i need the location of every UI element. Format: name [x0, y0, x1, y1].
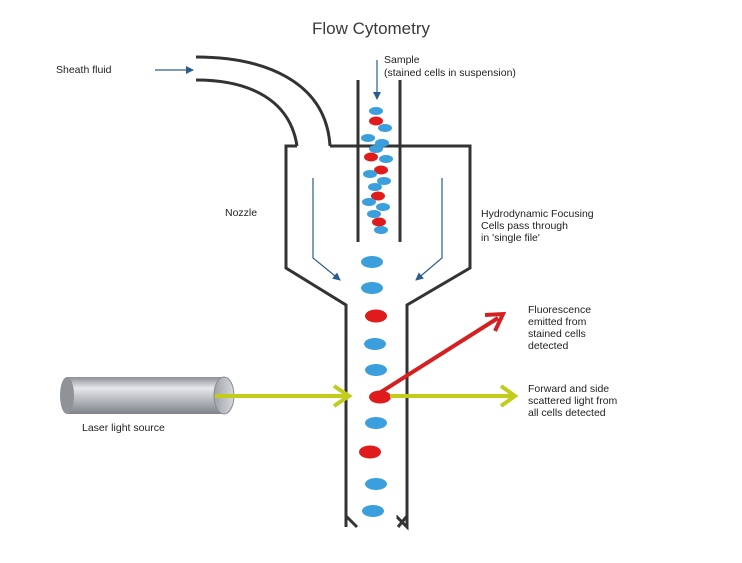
hydrodynamic-focusing-label: Hydrodynamic Focusing	[481, 208, 594, 220]
scatter-label-2: scattered light from	[528, 395, 618, 407]
sample-tube	[356, 80, 402, 242]
cells-group	[359, 107, 393, 517]
cell-stained	[369, 390, 391, 404]
fluorescence-label-4: detected	[528, 340, 568, 352]
cell-stained	[359, 445, 381, 459]
fluorescence-label-3: stained cells	[528, 328, 586, 340]
tube-bottom-taper	[344, 514, 409, 529]
nozzle-outline	[284, 144, 348, 527]
cell-stained	[365, 309, 387, 323]
cell-unstained	[369, 145, 383, 153]
cell-unstained	[362, 505, 384, 517]
cell-unstained	[364, 338, 386, 350]
laser-label: Laser light source	[82, 422, 165, 434]
single-file-label-2: in 'single file'	[481, 232, 540, 244]
cell-unstained	[365, 478, 387, 490]
fluorescence-arrow	[379, 311, 507, 394]
scatter-label-1: Forward and side	[528, 383, 609, 395]
cell-unstained	[361, 282, 383, 294]
cell-unstained	[365, 417, 387, 429]
cell-unstained	[368, 183, 382, 191]
single-file-label-1: Cells pass through	[481, 220, 568, 232]
nozzle-label: Nozzle	[225, 207, 257, 219]
cell-unstained	[375, 139, 389, 147]
scatter-label-3: all cells detected	[528, 407, 606, 419]
cell-unstained	[361, 134, 375, 142]
laser-beam	[215, 384, 353, 408]
sheath-fluid-pipe	[195, 55, 332, 147]
cell-stained	[369, 116, 383, 126]
cell-unstained	[377, 177, 391, 185]
cell-unstained	[365, 364, 387, 376]
fluorescence-label-1: Fluorescence	[528, 304, 591, 316]
cell-unstained	[376, 203, 390, 211]
page-title: Flow Cytometry	[312, 19, 431, 38]
cell-unstained	[367, 210, 381, 218]
laser-source	[60, 376, 235, 415]
cell-stained	[374, 165, 388, 175]
cell-unstained	[369, 107, 383, 115]
sample-description: (stained cells in suspension)	[384, 67, 516, 79]
scattered-light-arrow	[390, 384, 519, 408]
cell-stained	[372, 217, 386, 227]
focusing-arrows	[312, 178, 443, 281]
cell-unstained	[374, 226, 388, 234]
nozzle-body	[330, 144, 472, 531]
cell-unstained	[378, 124, 392, 132]
cell-unstained	[361, 256, 383, 268]
cell-stained	[371, 191, 385, 201]
cell-unstained	[362, 198, 376, 206]
cell-unstained	[363, 170, 377, 178]
cell-unstained	[379, 155, 393, 163]
sample-label: Sample	[384, 54, 420, 66]
sheath-fluid-label: Sheath fluid	[56, 64, 112, 76]
fluorescence-label-2: emitted from	[528, 316, 587, 328]
cell-stained	[364, 152, 378, 162]
